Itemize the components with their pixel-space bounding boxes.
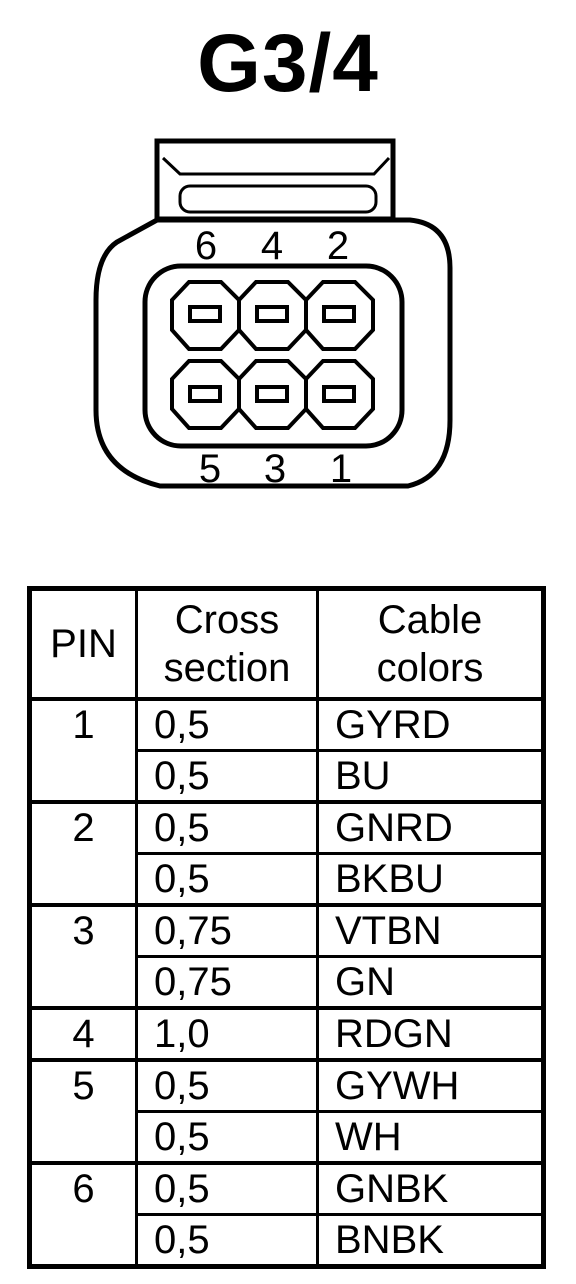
cross-section-cell: 0,75 xyxy=(135,903,319,957)
cross-section-cell: 0,5 xyxy=(135,800,319,854)
cable-color-cell: BNBK xyxy=(316,1213,545,1267)
cross-section-cell: 0,5 xyxy=(135,1110,319,1163)
pin-number-cell: 1 xyxy=(28,697,138,802)
cross-section-cell: 0,75 xyxy=(135,955,319,1008)
cable-color-cell: RDGN xyxy=(316,1006,545,1060)
pin-terminal-2 xyxy=(304,280,375,351)
pin-number-cell: 3 xyxy=(28,903,138,1008)
header-pin-text: PIN xyxy=(50,622,117,666)
cable-color-cell: WH xyxy=(316,1110,545,1163)
cross-section-cell: 0,5 xyxy=(135,1161,319,1215)
pin-label-2: 2 xyxy=(327,224,349,268)
cross-section-cell: 0,5 xyxy=(135,1213,319,1267)
cable-color-cell: BKBU xyxy=(316,852,545,905)
cross-section-cell: 1,0 xyxy=(135,1006,319,1060)
pin-terminal-5 xyxy=(170,359,241,430)
connector-drawing: 6 4 2 5 3 1 xyxy=(93,138,453,491)
pin-label-5: 5 xyxy=(199,447,221,491)
pin-number-cell: 2 xyxy=(28,800,138,905)
pin-number-cell: 4 xyxy=(28,1006,138,1060)
connector-housing xyxy=(93,217,453,489)
header-cable-colors-line2: colors xyxy=(376,646,484,690)
cable-color-cell: GYWH xyxy=(316,1058,545,1112)
cable-color-cell: GYRD xyxy=(316,697,545,751)
cable-color-cell: GNBK xyxy=(316,1161,545,1215)
pin-label-6: 6 xyxy=(195,224,217,268)
cross-section-cell: 0,5 xyxy=(135,697,319,751)
cross-section-cell: 0,5 xyxy=(135,1058,319,1112)
cable-color-cell: GNRD xyxy=(316,800,545,854)
diagram-title: G3/4 xyxy=(197,18,379,109)
pin-terminal-1 xyxy=(304,359,375,430)
latch-slot-upper xyxy=(161,156,391,176)
pin-terminal-6 xyxy=(170,280,241,351)
cross-section-cell: 0,5 xyxy=(135,749,319,802)
pin-cavity xyxy=(142,263,405,449)
cable-color-cell: BU xyxy=(316,749,545,802)
cable-color-cell: VTBN xyxy=(316,903,545,957)
pin-label-1: 1 xyxy=(330,447,352,491)
latch-slot-lower xyxy=(178,184,378,214)
header-pin: PIN xyxy=(28,587,138,701)
cross-section-cell: 0,5 xyxy=(135,852,319,905)
pin-label-4: 4 xyxy=(261,224,283,268)
pin-terminal-4 xyxy=(237,280,308,351)
header-cross-section-line2: section xyxy=(163,646,291,690)
header-cable-colors-line1: Cable xyxy=(377,598,483,642)
cable-color-cell: GN xyxy=(316,955,545,1008)
pin-number-cell: 5 xyxy=(28,1058,138,1163)
connector-latch xyxy=(154,138,396,222)
pin-number-cell: 6 xyxy=(28,1161,138,1267)
header-cross-section-line1: Cross xyxy=(174,598,280,642)
pin-terminal-3 xyxy=(237,359,308,430)
pin-label-3: 3 xyxy=(264,447,286,491)
